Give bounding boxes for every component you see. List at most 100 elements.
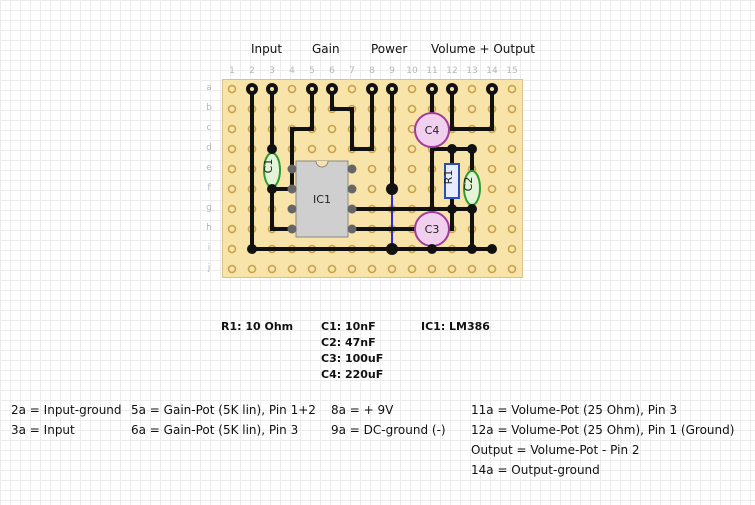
board-hole: [467, 84, 477, 94]
board-hole: [507, 144, 517, 154]
header-volume-output: Volume + Output: [431, 42, 535, 56]
row-letter: i: [207, 243, 211, 253]
ic1-label: IC1: [313, 193, 331, 206]
board-hole: [227, 264, 237, 274]
board-hole: [367, 264, 377, 274]
column-number: 1: [229, 66, 235, 76]
column-number: 4: [289, 66, 295, 76]
spec-c2: C2: 47nF: [321, 336, 376, 349]
board-hole: [507, 164, 517, 174]
column-number: 9: [389, 66, 395, 76]
column-number: 2: [249, 66, 255, 76]
note-9a: 9a = DC-ground (-): [331, 423, 446, 437]
column-number: 6: [329, 66, 335, 76]
row-letter: c: [206, 123, 212, 133]
board-hole: [467, 104, 477, 114]
board-hole: [487, 184, 497, 194]
spec-ic1: IC1: LM386: [421, 320, 490, 333]
board-hole: [467, 264, 477, 274]
c1-label: C1: [262, 159, 275, 174]
column-number: 12: [446, 66, 458, 76]
note-8a: 8a = + 9V: [331, 403, 394, 417]
board-hole: [227, 204, 237, 214]
board-hole: [227, 224, 237, 234]
r1-label: R1: [442, 170, 455, 185]
board-hole: [387, 264, 397, 274]
note-6a: 6a = Gain-Pot (5K lin), Pin 3: [131, 423, 299, 437]
board-hole: [227, 184, 237, 194]
column-number: 3: [269, 66, 275, 76]
note-12a: 12a = Volume-Pot (25 Ohm), Pin 1 (Ground…: [471, 423, 735, 437]
board-hole: [307, 264, 317, 274]
board-hole: [507, 264, 517, 274]
row-letter: j: [207, 263, 211, 273]
board-hole: [227, 144, 237, 154]
board-hole: [227, 244, 237, 254]
board-hole: [487, 224, 497, 234]
board-hole: [287, 84, 297, 94]
row-letter: f: [207, 183, 211, 193]
board-hole: [227, 124, 237, 134]
note-14a: 14a = Output-ground: [471, 463, 600, 477]
board-hole: [267, 264, 277, 274]
row-letter: d: [206, 143, 212, 153]
note-2a: 2a = Input-ground: [11, 403, 122, 417]
row-letter: b: [206, 103, 212, 113]
board-hole: [507, 204, 517, 214]
note-3a: 3a = Input: [11, 423, 75, 437]
board-hole: [407, 164, 417, 174]
board-hole: [487, 264, 497, 274]
board-hole: [247, 264, 257, 274]
ic1-chip: IC1: [287, 160, 357, 238]
board-hole: [487, 144, 497, 154]
board-hole: [227, 164, 237, 174]
board-hole: [327, 144, 337, 154]
board-hole: [367, 164, 377, 174]
spec-r1: R1: 10 Ohm: [221, 320, 294, 333]
board-hole: [287, 264, 297, 274]
c1-capacitor: C1: [262, 150, 281, 189]
solder-pads: [246, 83, 498, 255]
column-number: 14: [486, 66, 498, 76]
board-hole: [407, 104, 417, 114]
note-5a: 5a = Gain-Pot (5K lin), Pin 1+2: [131, 403, 316, 417]
header-power: Power: [371, 42, 408, 56]
board-hole: [287, 104, 297, 114]
board-hole: [507, 244, 517, 254]
c4-label: C4: [425, 124, 440, 137]
column-number: 15: [506, 66, 518, 76]
board-hole: [347, 84, 357, 94]
header-gain: Gain: [312, 42, 340, 56]
board-hole: [507, 224, 517, 234]
row-letter: h: [206, 223, 212, 233]
board-hole: [427, 264, 437, 274]
row-letter: e: [206, 163, 212, 173]
board-hole: [407, 84, 417, 94]
c2-label: C2: [462, 177, 475, 192]
board-hole: [327, 264, 337, 274]
board-hole: [507, 124, 517, 134]
board-hole: [407, 184, 417, 194]
column-number: 5: [309, 66, 315, 76]
row-letter: g: [206, 203, 212, 213]
board-hole: [227, 84, 237, 94]
c4-capacitor: C4: [414, 112, 450, 148]
board-hole: [447, 264, 457, 274]
spec-c4: C4: 220uF: [321, 368, 384, 381]
pad-centers: [250, 87, 494, 91]
column-number: 10: [406, 66, 418, 76]
board-hole: [487, 204, 497, 214]
board-hole: [227, 104, 237, 114]
header-input: Input: [251, 42, 283, 56]
board-hole: [347, 264, 357, 274]
spec-c3: C3: 100uF: [321, 352, 384, 365]
board-hole: [367, 184, 377, 194]
column-number: 11: [426, 66, 438, 76]
c2-capacitor: C2: [462, 168, 481, 209]
board-hole: [507, 104, 517, 114]
c3-capacitor: C3: [414, 211, 450, 247]
note-output: Output = Volume-Pot - Pin 2: [471, 443, 640, 457]
r1-resistor: R1: [442, 163, 460, 199]
row-letter: a: [206, 83, 212, 93]
